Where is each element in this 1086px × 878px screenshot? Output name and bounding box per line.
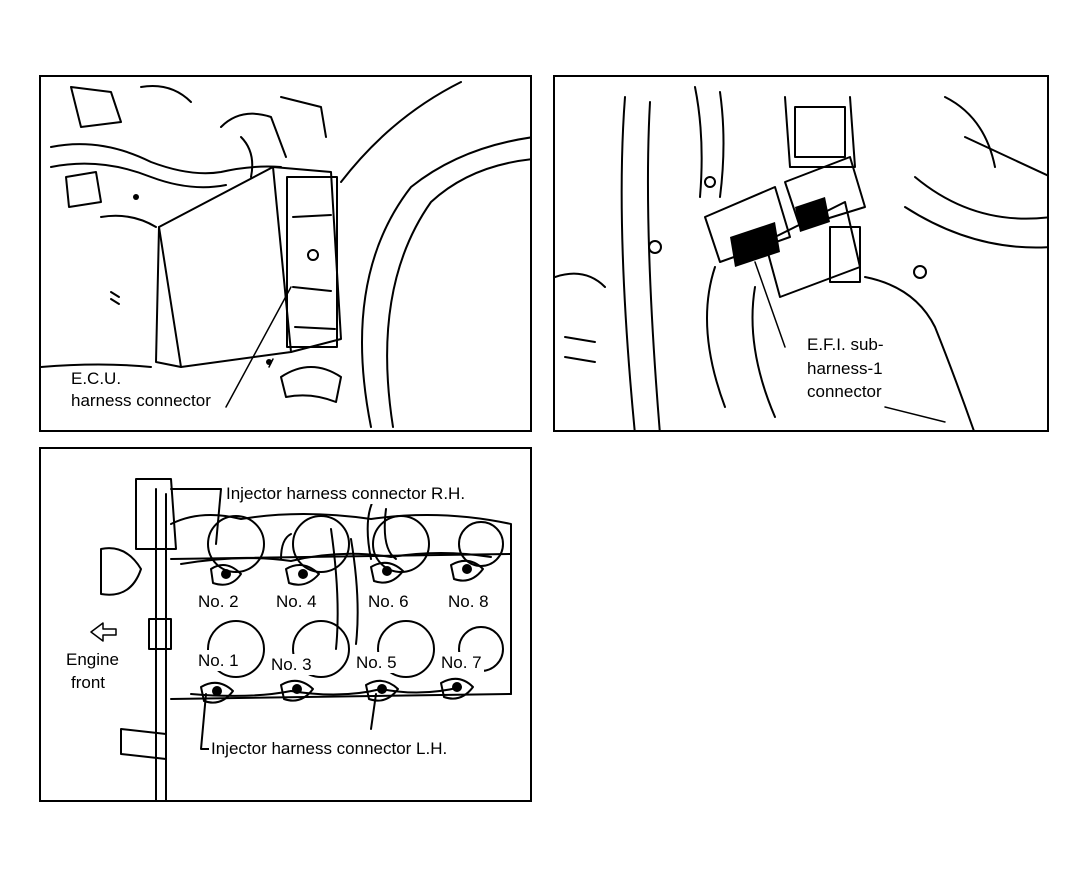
ecu-illustration (41, 81, 530, 428)
injector-panel: Injector harness connector R.H. Injector… (39, 447, 532, 802)
cylinder-no-3-label: No. 3 (269, 654, 314, 675)
injector-harness-lh-label: Injector harness connector L.H. (209, 738, 450, 759)
efi-connector-label-line2: harness-1 (807, 359, 883, 378)
cylinder-no-5-label: No. 5 (354, 652, 399, 673)
injector-harness-rh-label: Injector harness connector R.H. (224, 483, 468, 504)
efi-connector-label-line1: E.F.I. sub- (807, 335, 884, 354)
ecu-harness-connector-label-line1: E.C.U. (71, 369, 122, 388)
engine-front-label-line2: front (71, 673, 106, 692)
efi-illustration (555, 86, 1047, 430)
cylinder-no-7-label: No. 7 (439, 652, 484, 673)
injector-illustration (90, 478, 512, 800)
cylinder-no-4-label: No. 4 (274, 591, 319, 612)
cylinder-no-8-label: No. 8 (446, 591, 491, 612)
ecu-harness-connector-label-line2: harness connector (71, 391, 211, 410)
engine-front-label-line1: Engine (66, 650, 119, 669)
cylinder-no-2-label: No. 2 (196, 591, 241, 612)
efi-connector-label-line3: connector (807, 382, 882, 401)
ecu-panel: E.C.U. harness connector (39, 75, 532, 432)
efi-panel: E.F.I. sub- harness-1 connector (553, 75, 1049, 432)
cylinder-no-1-label: No. 1 (196, 650, 241, 671)
cylinder-no-6-label: No. 6 (366, 591, 411, 612)
